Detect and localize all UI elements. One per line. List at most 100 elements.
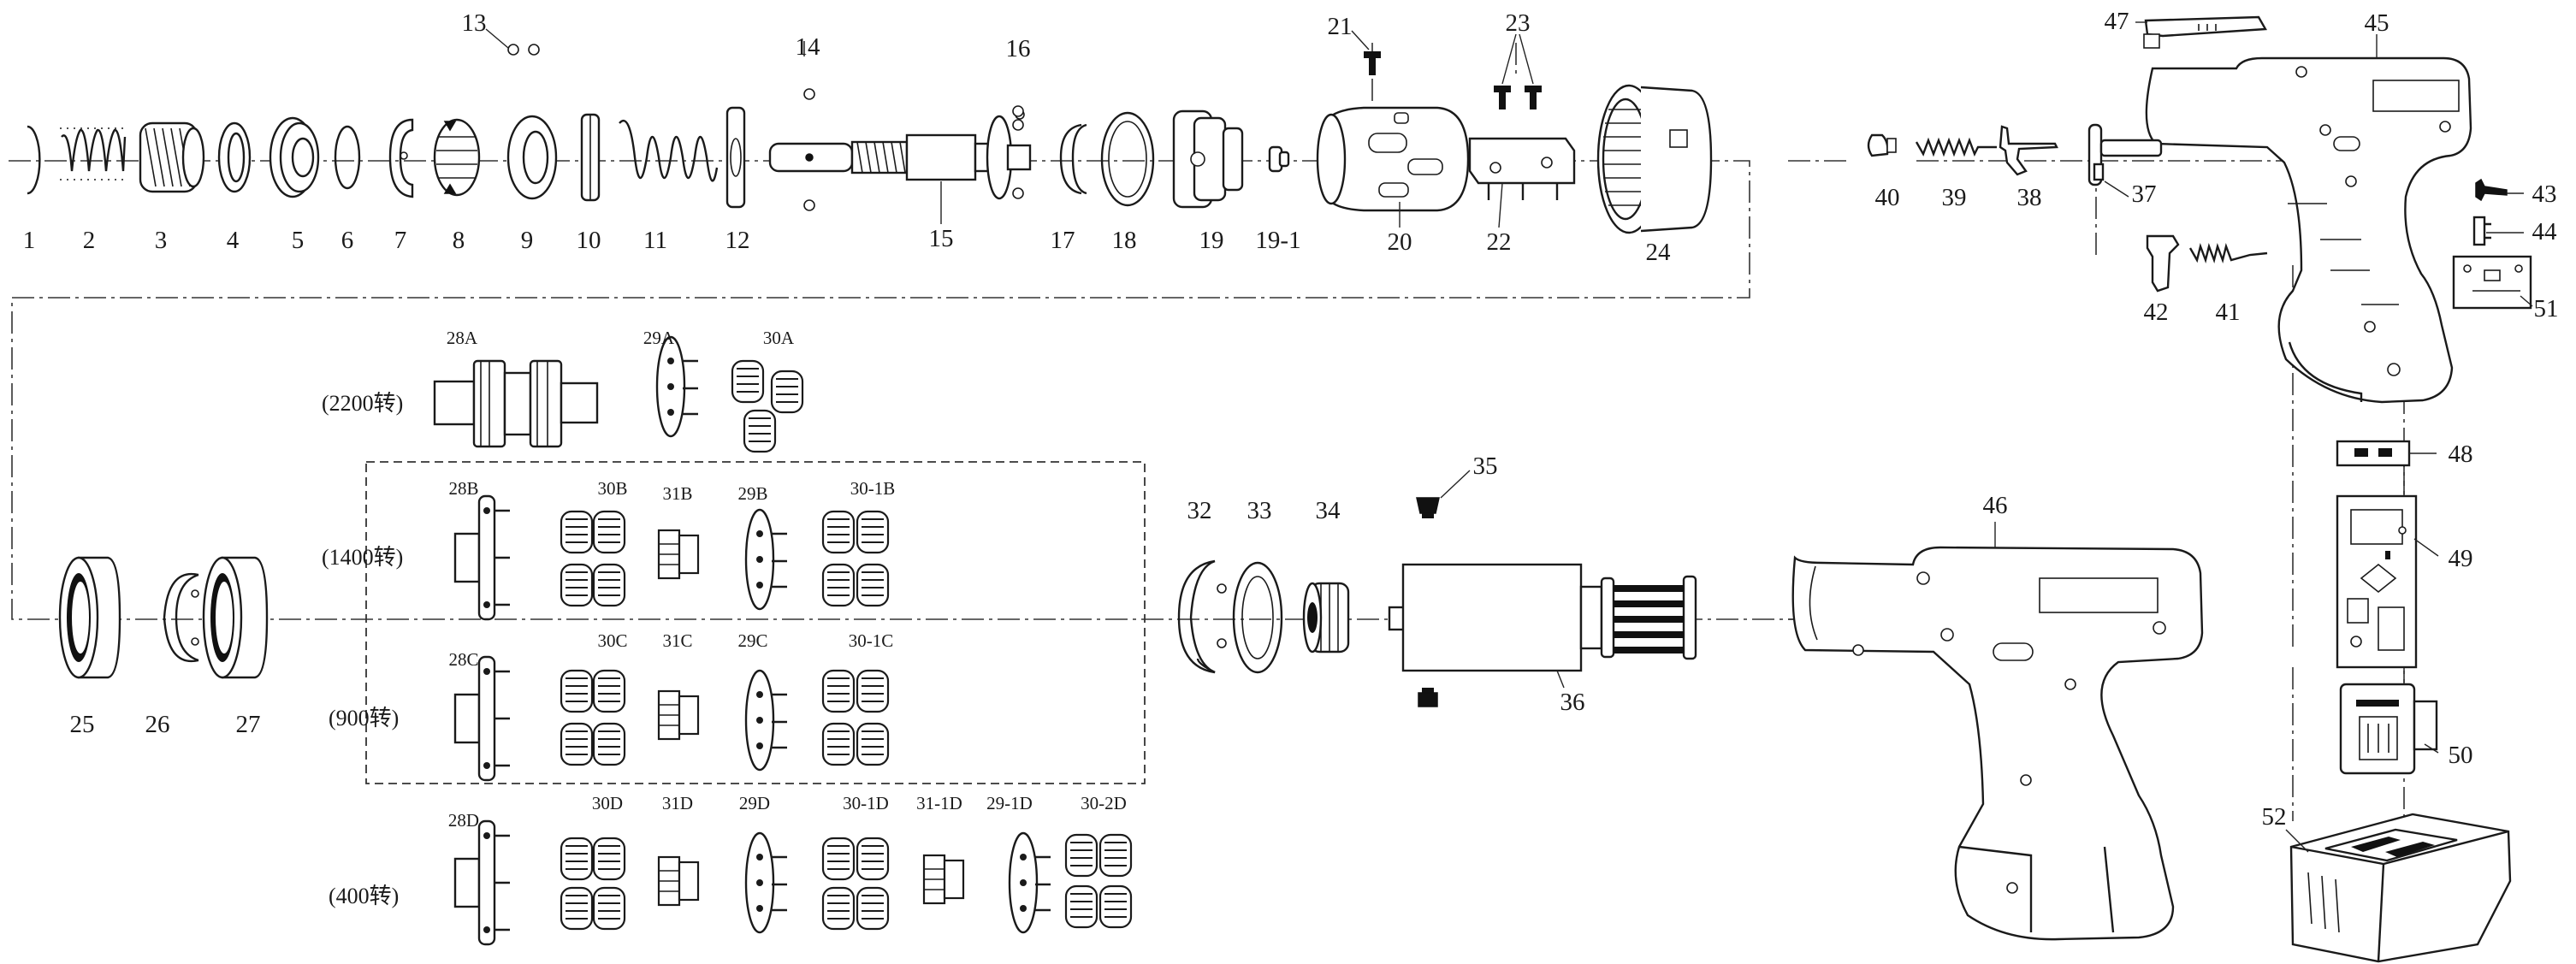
part-3-knurled-nut — [139, 121, 205, 193]
part-35-screw-top — [1416, 497, 1440, 518]
variant-900: (900转) 28C 30C 31C 29C 30-1C — [329, 630, 894, 782]
part-43-screw — [2475, 178, 2508, 202]
label-28B: 28B — [448, 478, 478, 499]
variant-1400: (1400转) 28B 30B 31B 29B 30-1B — [322, 478, 896, 621]
label-37: 37 — [2132, 180, 2157, 208]
part-31D-sun-gear — [657, 855, 700, 907]
label-36: 36 — [1560, 689, 1585, 716]
part-30-1C-gears — [821, 669, 890, 766]
label-29-1D: 29-1D — [986, 793, 1033, 813]
variant-2200-label: (2200转) — [322, 391, 403, 416]
label-40: 40 — [1875, 184, 1900, 211]
part-50-battery-connector — [2339, 683, 2438, 775]
part-34-pinion — [1302, 582, 1350, 654]
part-15-spindle — [768, 109, 1032, 200]
part-48-connector-board — [2336, 440, 2411, 467]
label-29A: 29A — [643, 328, 675, 348]
label-1: 1 — [23, 227, 36, 254]
part-30A-gears — [731, 359, 804, 453]
part-37-trigger-shaft — [2087, 123, 2163, 186]
label-12: 12 — [725, 227, 750, 254]
label-33: 33 — [1247, 497, 1272, 524]
label-19-1: 19-1 — [1255, 227, 1300, 254]
part-41-spring — [2188, 242, 2268, 264]
part-46-housing-half — [1791, 546, 2204, 941]
part-28D-carrier — [453, 819, 512, 946]
label-2: 2 — [83, 227, 96, 254]
part-19-clutch-housing — [1172, 109, 1244, 209]
label-11: 11 — [643, 227, 667, 254]
label-31D: 31D — [662, 793, 693, 813]
label-22: 22 — [1487, 228, 1512, 256]
part-29D-plate — [744, 831, 789, 934]
part-36-motor — [1388, 563, 1697, 672]
label-38: 38 — [2017, 184, 2042, 211]
part-28C-carrier — [453, 655, 512, 782]
label-43: 43 — [2532, 180, 2557, 208]
label-9: 9 — [521, 227, 534, 254]
label-47: 47 — [2105, 8, 2129, 35]
label-6: 6 — [341, 227, 354, 254]
part-31B-sun-gear — [657, 529, 700, 580]
label-13: 13 — [462, 9, 487, 37]
labels-motor-group: 32 33 34 35 36 — [1187, 452, 1585, 716]
part-16-pin — [1012, 105, 1024, 117]
part-25-bearing — [58, 556, 121, 679]
label-45: 45 — [2365, 9, 2389, 37]
label-4: 4 — [227, 227, 240, 254]
part-40-led — [1867, 133, 1897, 157]
part-1-retaining-ring — [27, 125, 41, 195]
label-31-1D: 31-1D — [916, 793, 962, 813]
part-33-washer — [1232, 561, 1283, 674]
label-50: 50 — [2449, 742, 2473, 769]
label-29C: 29C — [737, 630, 767, 651]
label-30-1C: 30-1C — [849, 630, 894, 651]
part-12-washer — [725, 106, 746, 209]
label-20: 20 — [1388, 228, 1412, 256]
label-3: 3 — [155, 227, 168, 254]
labels-right-group: 37 38 39 40 41 42 43 44 45 47 48 49 50 5… — [1875, 8, 2559, 853]
labels-top-row: 1 2 3 4 5 6 7 8 9 10 11 12 13 14 15 16 1… — [23, 9, 1671, 266]
part-44-switch — [2472, 216, 2491, 246]
part-10-washer — [580, 113, 601, 202]
label-28A: 28A — [447, 328, 478, 348]
variant-400-label: (400转) — [329, 884, 399, 908]
label-8: 8 — [453, 227, 465, 254]
label-30-1B: 30-1B — [850, 478, 896, 499]
label-5: 5 — [292, 227, 305, 254]
label-18: 18 — [1112, 227, 1137, 254]
label-31C: 31C — [662, 630, 692, 651]
part-21-screw — [1364, 51, 1381, 75]
part-11-spring — [619, 120, 719, 182]
label-34: 34 — [1316, 497, 1341, 524]
part-52-battery — [2289, 813, 2512, 963]
label-39: 39 — [1942, 184, 1967, 211]
label-17: 17 — [1051, 227, 1075, 254]
label-30-2D: 30-2D — [1081, 793, 1127, 813]
part-26-circlip — [163, 572, 199, 663]
label-42: 42 — [2144, 299, 2169, 326]
part-42-trigger — [2146, 234, 2180, 293]
variant-1400-label: (1400转) — [322, 545, 403, 570]
part-31C-sun-gear — [657, 689, 700, 741]
part-29-1D-plate — [1008, 831, 1052, 934]
part-28A-carrier — [433, 359, 599, 448]
part-32-circlip — [1177, 559, 1227, 674]
part-18-bearing-balls — [1100, 111, 1155, 207]
label-24: 24 — [1646, 239, 1672, 266]
label-23: 23 — [1506, 9, 1531, 37]
label-44: 44 — [2532, 218, 2558, 245]
label-31B: 31B — [662, 483, 692, 504]
label-41: 41 — [2216, 299, 2241, 326]
label-16: 16 — [1006, 35, 1031, 62]
label-27: 27 — [236, 711, 261, 738]
part-14-spindle-pins — [803, 88, 815, 211]
variant-900-label: (900转) — [329, 706, 399, 730]
label-35: 35 — [1473, 452, 1498, 480]
part-22-bracket — [1468, 137, 1576, 200]
part-30C-gears — [560, 669, 626, 766]
part-28B-carrier — [453, 494, 512, 621]
part-49-control-board — [2336, 494, 2418, 669]
label-26: 26 — [145, 711, 170, 738]
